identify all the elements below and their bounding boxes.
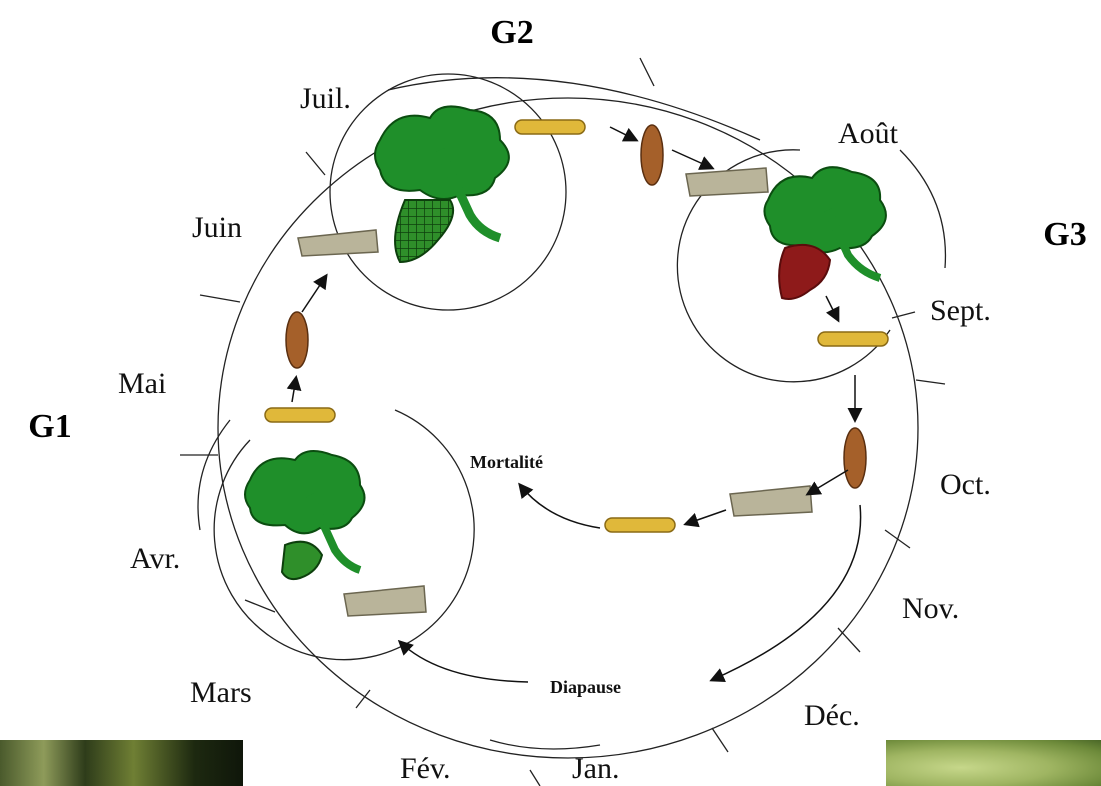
moth-icon [298, 230, 378, 256]
pupa-icon [286, 312, 308, 368]
pupa-icon [641, 125, 663, 185]
month-label-mai: Mai [118, 367, 166, 400]
month-label-jan: Jan. [572, 752, 620, 785]
month-label-sept: Sept. [930, 294, 991, 327]
generation-circles [214, 74, 890, 660]
month-label-juin: Juin [192, 211, 242, 244]
generation-label-g1: G1 [28, 408, 71, 445]
pupa-icon [844, 428, 866, 488]
diapause-label: Diapause [550, 677, 621, 697]
month-label-oct: Oct. [940, 468, 991, 501]
moth-icon [730, 486, 812, 516]
larva-icon [818, 332, 888, 346]
green-grape-icon [282, 542, 322, 579]
month-label-avr: Avr. [130, 542, 180, 575]
generation-label-g3: G3 [1043, 216, 1086, 253]
month-label-mars: Mars [190, 676, 252, 709]
generation-label-g2: G2 [490, 14, 533, 51]
moth-icon [686, 168, 768, 196]
month-label-dec: Déc. [804, 699, 860, 732]
mortality-label: Mortalité [470, 452, 543, 472]
green-grape-icon [395, 200, 453, 262]
month-label-juil: Juil. [300, 82, 351, 115]
larva-icon [515, 120, 585, 134]
red-grape-icon [779, 245, 830, 299]
month-label-nov: Nov. [902, 592, 959, 625]
larva-icon [605, 518, 675, 532]
moth-icon [344, 586, 426, 616]
month-label-aout: Août [838, 117, 899, 150]
month-label-fev: Fév. [400, 752, 451, 785]
larva-icon [265, 408, 335, 422]
